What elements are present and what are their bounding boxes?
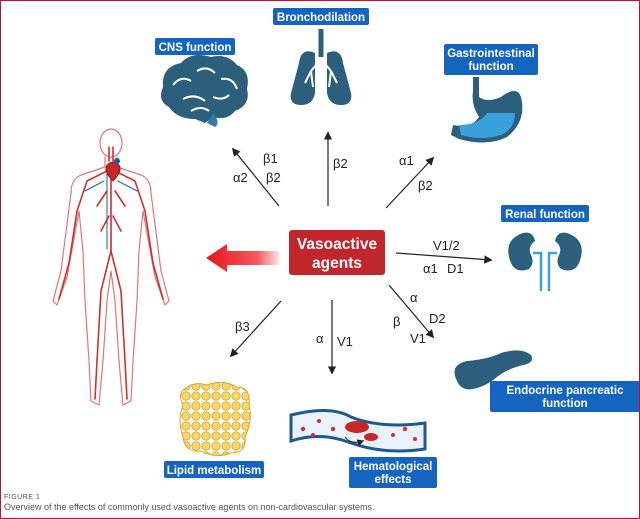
receptor-renal-2: α1: [423, 261, 438, 276]
kidneys-icon: [508, 232, 582, 291]
receptor-cns-3: β2: [266, 170, 281, 185]
receptor-gi-2: β2: [418, 178, 433, 193]
lungs-icon: [290, 29, 352, 105]
receptor-renal-3: D1: [447, 261, 464, 276]
gastrointestinal-label: Gastrointestinal function: [444, 44, 538, 75]
receptor-bronchodilation-1: β2: [333, 156, 348, 171]
receptor-endocrine-1: α: [410, 290, 418, 305]
hematological-text-line2: effects: [374, 474, 411, 486]
human-circulatory-system-icon: [52, 128, 170, 406]
endocrine-text-line1: Endocrine pancreatic: [507, 385, 625, 397]
arrow-renal: [395, 252, 493, 264]
receptor-endocrine-3: D2: [429, 311, 446, 326]
hematological-text-line1: Hematological: [354, 461, 433, 473]
cns-function-text: CNS function: [159, 42, 232, 54]
receptor-gi-1: α1: [399, 153, 414, 168]
center-label-line2: agents: [312, 255, 362, 272]
bronchodilation-label: Bronchodilation: [273, 8, 369, 25]
receptor-endocrine-2: β: [393, 314, 400, 329]
lipid-metabolism-text: Lipid metabolism: [167, 465, 262, 477]
renal-function-text: Renal function: [505, 209, 585, 221]
red-effect-arrow: [206, 244, 279, 272]
arrow-lipid: [229, 300, 282, 358]
adipose-tissue-icon: [179, 381, 251, 457]
vasoactive-agents-box: Vasoactive agents: [289, 230, 385, 275]
figure-label: FIGURE 1: [4, 494, 41, 501]
renal-function-label: Renal function: [501, 205, 589, 222]
diagram-canvas: Vasoactive agents β1 α2 β2 β2 α1 β2 V1/2…: [52, 8, 639, 488]
receptor-renal-1: V1/2: [433, 238, 460, 253]
figure-caption-text: Overview of the effects of commonly used…: [4, 502, 375, 512]
endocrine-label: Endocrine pancreatic function: [490, 381, 639, 412]
endocrine-text-line2: function: [542, 398, 587, 410]
pancreas-icon: [454, 350, 532, 390]
receptor-hematological-2: V1: [337, 334, 353, 349]
arrow-cns: [231, 147, 280, 207]
receptor-lipid-1: β3: [235, 319, 250, 334]
receptor-hematological-1: α: [316, 331, 324, 346]
receptor-cns-2: α2: [233, 170, 248, 185]
gi-text-line1: Gastrointestinal: [447, 48, 535, 60]
lipid-metabolism-label: Lipid metabolism: [164, 461, 264, 478]
receptor-endocrine-4: V1: [410, 331, 426, 346]
hematological-label: Hematological effects: [349, 457, 437, 488]
arrow-gi: [385, 156, 435, 209]
bronchodilation-text: Bronchodilation: [277, 12, 365, 24]
gi-text-line2: function: [468, 61, 513, 73]
arrow-endocrine: [388, 284, 435, 339]
blood-vessel-icon: [289, 409, 427, 453]
figure-caption: FIGURE 1 Overview of the effects of comm…: [4, 494, 636, 512]
brain-icon: [161, 55, 248, 127]
receptor-cns-1: β1: [263, 151, 278, 166]
cns-function-label: CNS function: [155, 38, 235, 55]
stomach-icon: [451, 77, 523, 143]
center-label-line1: Vasoactive: [297, 236, 378, 253]
